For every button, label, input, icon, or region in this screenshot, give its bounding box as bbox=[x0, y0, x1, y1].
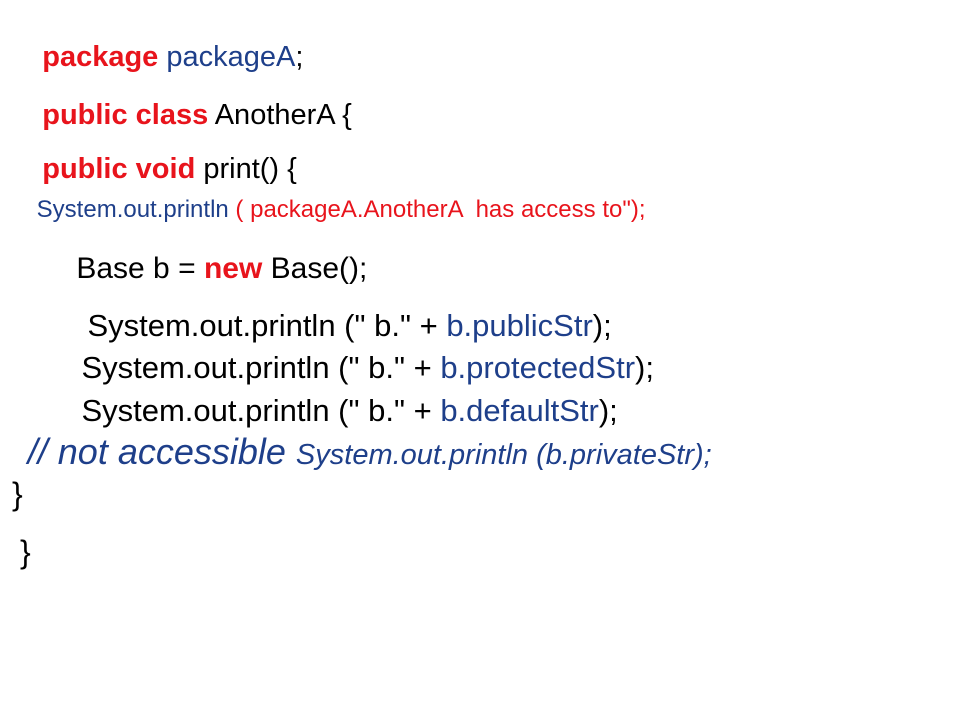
class-name: AnotherA bbox=[214, 99, 335, 131]
package-name: packageA bbox=[166, 41, 296, 73]
closing-brace-method: } bbox=[12, 476, 23, 512]
closing-brace-class: } bbox=[20, 534, 31, 570]
code-line-public-str: System.out.println (" b." + b.publicStr)… bbox=[87, 308, 612, 343]
println-call: System.out.println bbox=[36, 196, 229, 223]
method-signature: print() { bbox=[203, 153, 297, 185]
field-default-str: b.defaultStr bbox=[440, 393, 599, 428]
code-line-println-header: System.out.println ( packageA.AnotherA h… bbox=[10, 174, 646, 246]
code-line-new-base: Base b = new Base(); bbox=[76, 252, 368, 285]
code-line-default-str: System.out.println (" b." + b.defaultStr… bbox=[81, 393, 618, 428]
println-arg: ( packageA.AnotherA has access to"); bbox=[228, 196, 646, 223]
keyword-package: package bbox=[42, 41, 159, 73]
code-line-protected-str: System.out.println (" b." + b.protectedS… bbox=[81, 350, 654, 385]
keyword-new: new bbox=[203, 252, 263, 285]
field-public-str: b.publicStr bbox=[446, 308, 593, 343]
comment-private-str: System.out.println (b.privateStr); bbox=[295, 439, 712, 471]
keyword-public-class: public class bbox=[42, 99, 209, 131]
keyword-public-void: public void bbox=[42, 153, 196, 185]
code-line-class: public class AnotherA { bbox=[42, 99, 352, 131]
code-line-method: public void print() { bbox=[10, 126, 297, 213]
code-line-package: package packageA; bbox=[42, 41, 304, 73]
code-line-comment: // not accessible System.out.println (b.… bbox=[10, 418, 712, 486]
field-protected-str: b.protectedStr bbox=[440, 350, 636, 385]
comment-not-accessible: // not accessible bbox=[27, 431, 296, 472]
